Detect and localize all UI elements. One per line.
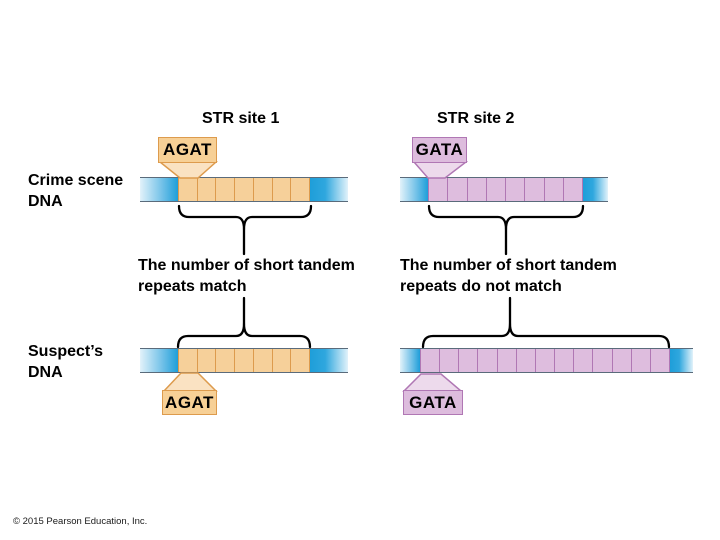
repeat-segment bbox=[525, 178, 545, 201]
dna-flanking-left bbox=[140, 178, 178, 201]
repeat-segment bbox=[468, 178, 487, 201]
repeat-segment bbox=[506, 178, 526, 201]
crime-scene-dna-label: Crime scene DNA bbox=[28, 172, 124, 210]
agat-tag-pointer-bottom bbox=[162, 372, 218, 392]
brace-suspect-site2 bbox=[421, 322, 671, 349]
site1-match-caption: The number of short tandem repeats match bbox=[138, 257, 355, 295]
suspect-site1-repeat-region bbox=[178, 349, 310, 372]
repeat-segment bbox=[273, 178, 292, 201]
repeat-segment bbox=[179, 178, 198, 201]
suspect-site2-dna-bar bbox=[400, 348, 693, 373]
dna-flanking-right bbox=[670, 349, 693, 372]
dna-flanking-right bbox=[583, 178, 608, 201]
dna-flanking-left bbox=[140, 349, 178, 372]
dna-flanking-left bbox=[400, 349, 420, 372]
repeat-segment bbox=[429, 178, 449, 201]
repeat-segment bbox=[440, 349, 460, 372]
repeat-segment bbox=[254, 178, 273, 201]
agat-tag-top: AGAT bbox=[158, 137, 217, 163]
repeat-segment bbox=[632, 349, 651, 372]
dna-flanking-right bbox=[310, 178, 348, 201]
dna-flanking-left bbox=[400, 178, 428, 201]
repeat-segment bbox=[555, 349, 575, 372]
agat-tag-bottom: AGAT bbox=[162, 390, 217, 415]
repeat-segment bbox=[593, 349, 613, 372]
str-site1-title: STR site 1 bbox=[202, 110, 280, 127]
repeat-segment bbox=[179, 349, 198, 372]
crime-site2-repeat-region bbox=[428, 178, 583, 201]
repeat-segment bbox=[216, 178, 236, 201]
repeat-segment bbox=[498, 349, 517, 372]
repeat-segment bbox=[574, 349, 594, 372]
gata-tag-top: GATA bbox=[412, 137, 467, 163]
copyright-text: © 2015 Pearson Education, Inc. bbox=[13, 516, 148, 527]
repeat-segment bbox=[273, 349, 292, 372]
repeat-segment bbox=[478, 349, 498, 372]
repeat-segment bbox=[254, 349, 273, 372]
crime-site2-dna-bar bbox=[400, 177, 608, 202]
agat-tag-pointer-top bbox=[158, 161, 218, 179]
gata-tag-bottom: GATA bbox=[403, 390, 463, 415]
gata-tag-pointer-top bbox=[412, 161, 468, 179]
repeat-segment bbox=[448, 178, 468, 201]
brace-suspect-site1 bbox=[176, 322, 312, 349]
repeat-segment bbox=[459, 349, 479, 372]
crime-site1-repeat-region bbox=[178, 178, 310, 201]
dna-flanking-right bbox=[310, 349, 348, 372]
str-site2-title: STR site 2 bbox=[437, 110, 515, 127]
suspect-dna-label: Suspect’s DNA bbox=[28, 343, 103, 381]
repeat-segment bbox=[613, 349, 632, 372]
repeat-segment bbox=[487, 178, 506, 201]
repeat-segment bbox=[235, 178, 254, 201]
site2-no-match-caption: The number of short tandem repeats do no… bbox=[400, 257, 617, 295]
repeat-segment bbox=[198, 349, 217, 372]
repeat-segment bbox=[545, 178, 564, 201]
suspect-site2-repeat-region bbox=[420, 349, 670, 372]
repeat-segment bbox=[536, 349, 556, 372]
brace-crime-site2 bbox=[427, 204, 585, 231]
crime-site1-dna-bar bbox=[140, 177, 348, 202]
repeat-segment bbox=[198, 178, 217, 201]
repeat-segment bbox=[421, 349, 441, 372]
repeat-segment bbox=[216, 349, 236, 372]
repeat-segment bbox=[517, 349, 536, 372]
repeat-segment bbox=[235, 349, 254, 372]
brace-crime-site1 bbox=[177, 204, 313, 231]
suspect-site1-dna-bar bbox=[140, 348, 348, 373]
